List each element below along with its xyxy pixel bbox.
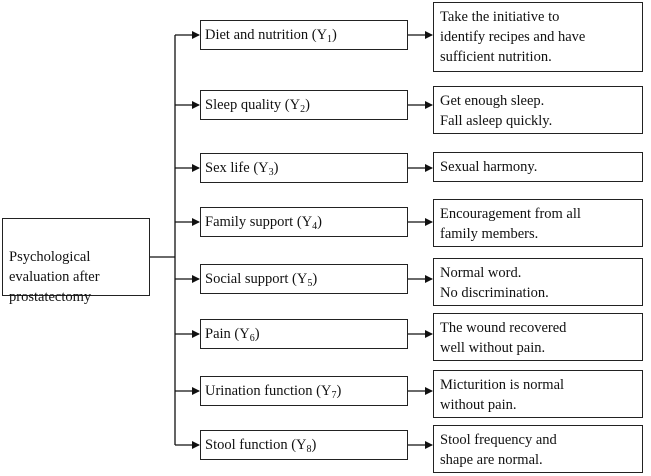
factor-label: Sex life [205,160,250,176]
root-label: Psychological evaluation after prostatec… [9,249,100,305]
outcome-node: Stool frequency and shape are normal. [433,425,643,473]
factor-subscript: 7 [331,390,337,401]
outcome-text: Micturition is normal without pain. [440,377,565,413]
outcome-node: Sexual harmony. [433,152,643,182]
factor-subscript: 8 [306,444,312,455]
outcome-node: Normal word. No discrimination. [433,258,643,306]
factor-variable: Y [296,437,307,453]
factor-subscript: 4 [312,221,318,232]
root-node: Psychological evaluation after prostatec… [2,218,150,305]
factor-label: Sleep quality [205,97,282,113]
outcome-text: Take the initiative to identify recipes … [440,9,586,65]
outcome-text: The wound recovered well without pain. [440,320,567,356]
factor-variable: Y [301,214,313,230]
factor-subscript: 1 [327,34,333,45]
factor-variable: Y [289,97,301,113]
factor-label: Stool function [205,437,288,453]
outcome-node: Get enough sleep. Fall asleep quickly. [433,86,643,134]
outcome-node: Take the initiative to identify recipes … [433,2,643,72]
factor-label: Family support [205,214,294,230]
factor-node: Family support (Y4) [200,207,408,237]
factor-subscript: 2 [300,104,306,115]
factor-subscript: 6 [249,333,255,344]
factor-label: Diet and nutrition [205,27,309,43]
outcome-text: Sexual harmony. [440,159,538,175]
factor-node: Diet and nutrition (Y1) [200,20,408,50]
outcome-node: Encouragement from all family members. [433,199,643,247]
outcome-text: Get enough sleep. Fall asleep quickly. [440,93,553,129]
outcome-text: Encouragement from all family members. [440,206,581,242]
factor-variable: Y [316,27,328,43]
factor-variable: Y [258,160,269,176]
factor-node: Sleep quality (Y2) [200,90,408,120]
outcome-node: Micturition is normal without pain. [433,370,643,418]
outcome-text: Stool frequency and shape are normal. [440,432,557,468]
factor-label: Urination function [205,383,313,399]
factor-node: Social support (Y5) [200,264,408,294]
factor-node: Pain (Y6) [200,319,408,349]
factor-subscript: 5 [307,278,313,289]
factor-variable: Y [239,326,250,342]
factor-node: Stool function (Y8) [200,430,408,460]
factor-node: Urination function (Y7) [200,376,408,406]
factor-node: Sex life (Y3) [200,153,408,183]
outcome-text: Normal word. No discrimination. [440,265,549,301]
factor-subscript: 3 [268,167,274,178]
factor-label: Pain [205,326,231,342]
outcome-node: The wound recovered well without pain. [433,313,643,361]
factor-variable: Y [321,383,332,399]
factor-variable: Y [296,271,308,287]
factor-label: Social support [205,271,289,287]
